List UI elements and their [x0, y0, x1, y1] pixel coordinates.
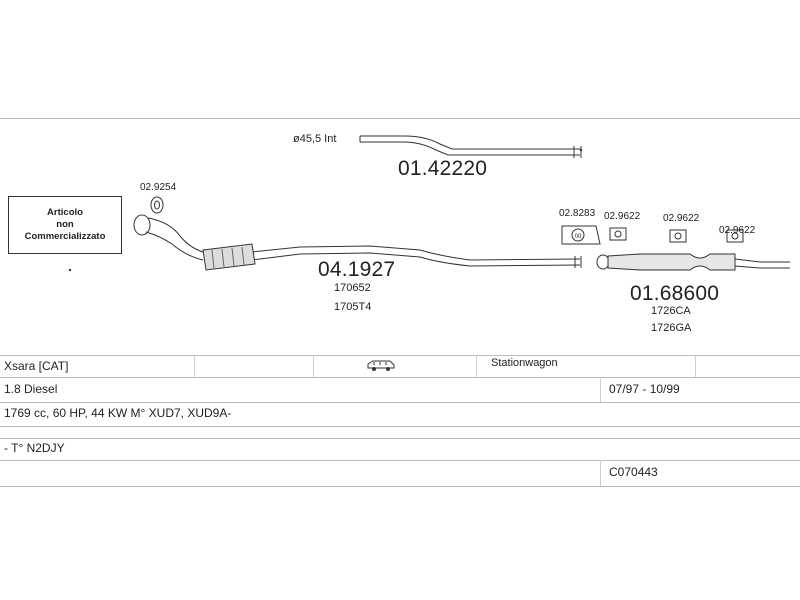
rear-muffler-ref-2: 1726GA — [651, 322, 692, 334]
svg-text:00: 00 — [575, 234, 582, 240]
catalyst-drawing — [202, 243, 256, 271]
rear-muffler-ref-1: 1726CA — [651, 305, 691, 317]
rear-muffler-code[interactable]: 01.68600 — [630, 282, 720, 305]
gasket-drawing — [150, 196, 164, 214]
rear-muffler-drawing — [596, 253, 790, 271]
mount-c-drawing — [669, 229, 687, 243]
mount-d-drawing — [726, 229, 744, 243]
note-line-1: Articolo — [47, 207, 83, 218]
front-pipe-ref-1: 170652 — [334, 282, 371, 294]
type-cell: - T° N2DJY — [4, 441, 65, 455]
mount-d-code[interactable]: 02.9622 — [719, 225, 756, 236]
mount-c-code[interactable]: 02.9622 — [663, 213, 700, 224]
table-col-2 — [313, 355, 314, 377]
upper-pipe-spec: ø45,5 Int — [293, 133, 337, 145]
catalog-code-cell: C070443 — [609, 465, 658, 479]
upper-pipe-drawing — [359, 135, 582, 158]
body-type-cell: Stationwagon — [491, 357, 558, 369]
table-rule-1 — [0, 355, 800, 356]
car-icon — [366, 359, 396, 377]
mount-a-code[interactable]: 02.8283 — [559, 208, 596, 219]
marker-dot-upper — [579, 148, 583, 152]
engine-cell: 1.8 Diesel — [4, 382, 58, 396]
top-rule — [0, 118, 800, 119]
table-col-3 — [476, 355, 477, 377]
mount-b-drawing — [609, 227, 627, 241]
table-col-5 — [600, 377, 601, 402]
upper-pipe-code[interactable]: 01.42220 — [398, 157, 488, 180]
mount-b-code[interactable]: 02.9622 — [604, 211, 641, 222]
table-col-4 — [695, 355, 696, 377]
note-line-3: Commercializzato — [24, 231, 106, 242]
table-rule-3 — [0, 402, 800, 403]
model-cell: Xsara [CAT] — [4, 359, 69, 373]
gasket-code[interactable]: 02.9254 — [140, 182, 177, 193]
table-rule-2 — [0, 377, 800, 378]
mount-a-drawing: 00 — [561, 225, 601, 245]
front-pipe-drawing — [133, 214, 582, 268]
table-col-6 — [600, 460, 601, 486]
front-pipe-code[interactable]: 04.1927 — [318, 258, 396, 281]
table-col-1 — [194, 355, 195, 377]
front-pipe-ref-2: 1705T4 — [334, 301, 372, 313]
table-rule-4 — [0, 426, 800, 427]
table-rule-7 — [0, 486, 800, 487]
table-rule-6 — [0, 460, 800, 461]
specs-cell: 1769 cc, 60 HP, 44 KW M° XUD7, XUD9A- — [4, 406, 232, 420]
not-sold-note: Articolo non Commercializzato — [8, 196, 122, 254]
table-rule-5 — [0, 438, 800, 439]
note-line-2: non — [56, 219, 74, 230]
period-cell: 07/97 - 10/99 — [609, 382, 680, 396]
marker-dot-left — [68, 268, 72, 272]
